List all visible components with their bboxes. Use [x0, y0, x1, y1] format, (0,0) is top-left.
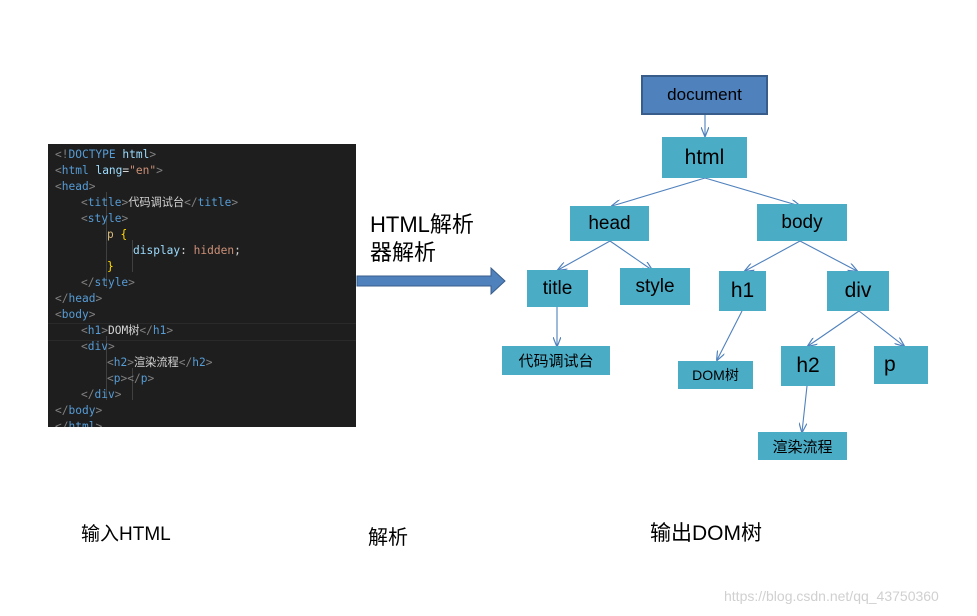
- node-document: document: [641, 75, 768, 115]
- edge-div-p: [858, 310, 904, 346]
- code-line-body-open: <body>: [55, 308, 96, 321]
- code-line-selector: p {: [107, 228, 128, 241]
- edge-h2-text: [802, 385, 808, 432]
- node-h2-text: 渲染流程: [758, 432, 847, 460]
- node-h2: h2: [781, 346, 835, 386]
- indent-guide: [106, 336, 107, 400]
- current-line-highlight: [48, 323, 356, 341]
- node-style: style: [620, 268, 690, 305]
- edge-body-div: [799, 240, 857, 271]
- code-line-div-close: </div>: [81, 388, 122, 401]
- caption-parse: 解析: [368, 527, 408, 549]
- code-line-h2: <h2>渲染流程</h2>: [107, 356, 213, 369]
- code-line-brace-close: }: [107, 260, 114, 273]
- node-div: div: [827, 271, 889, 311]
- code-line-doctype: <!DOCTYPE html>: [55, 148, 157, 161]
- watermark: https://blog.csdn.net/qq_43750360: [724, 588, 939, 604]
- indent-guide: [132, 240, 133, 272]
- node-h1: h1: [719, 271, 766, 311]
- node-body: body: [757, 204, 847, 241]
- code-line-div-open: <div>: [81, 340, 115, 353]
- code-line-title: <title>代码调试台</title>: [81, 196, 239, 209]
- code-line-html-open: <html lang="en">: [55, 164, 163, 177]
- node-head: head: [570, 206, 649, 241]
- caption-output: 输出DOM树: [650, 522, 762, 545]
- edge-head-title: [558, 240, 611, 270]
- code-line-head-close: </head>: [55, 292, 103, 305]
- code-line-h1: <h1>DOM树</h1>: [81, 324, 174, 337]
- parse-arrow: [356, 266, 506, 296]
- node-title-text: 代码调试台: [502, 346, 610, 375]
- code-line-body-close: </body>: [55, 404, 103, 417]
- code-line-declaration: display: hidden;: [133, 244, 241, 257]
- code-editor-panel: <!DOCTYPE html> <html lang="en"> <head> …: [48, 144, 356, 427]
- edge-div-h2: [808, 310, 860, 346]
- indent-guide: [106, 192, 107, 288]
- edge-html-head: [612, 177, 706, 206]
- code-line-head-open: <head>: [55, 180, 96, 193]
- node-title: title: [527, 270, 588, 307]
- node-html: html: [662, 137, 747, 178]
- edge-h1-text: [717, 310, 743, 360]
- edge-body-h1: [745, 240, 801, 271]
- arrow-label: HTML解析器解析: [370, 212, 474, 265]
- code-line-style-close: </style>: [81, 276, 135, 289]
- code-line-style-open: <style>: [81, 212, 129, 225]
- node-p: p: [874, 346, 928, 384]
- edge-html-body: [704, 177, 800, 206]
- caption-input: 输入HTML: [81, 524, 171, 545]
- indent-guide: [132, 368, 133, 400]
- code-line-html-close: </html>: [55, 420, 103, 427]
- edge-head-style: [609, 240, 652, 270]
- node-h1-text: DOM树: [678, 361, 753, 389]
- code-line-p: <p></p>: [107, 372, 155, 385]
